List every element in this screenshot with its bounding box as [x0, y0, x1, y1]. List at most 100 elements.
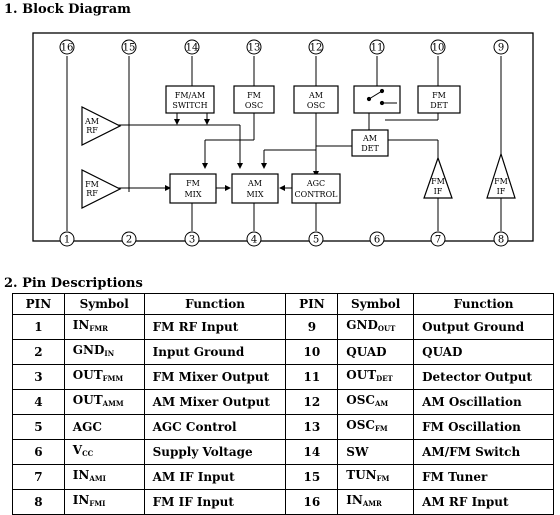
pin-cell-text: 4: [34, 395, 43, 409]
bottom-pin-number: 4: [251, 235, 257, 246]
am-mix-label-2: MIX: [246, 190, 263, 199]
pin-cell-text: 1: [34, 320, 43, 334]
function-cell-text: FM Mixer Output: [152, 370, 270, 384]
bottom-pin-number: 6: [374, 235, 380, 246]
function-cell-text: AM Mixer Output: [152, 395, 270, 409]
fm-rf-label-1: FM: [85, 180, 99, 189]
pin-cell: 9: [285, 314, 339, 340]
pin-cell-text: 9: [307, 320, 317, 334]
pin-cell: 11: [285, 364, 339, 390]
top-pin-circle: [369, 39, 385, 55]
top-pin-number: 16: [61, 43, 74, 54]
symbol-cell-text: IN: [72, 493, 90, 507]
am-osc-label-1: AM: [308, 91, 323, 100]
pin-cell: 5: [12, 414, 65, 440]
function-cell: FM Tuner: [413, 464, 554, 490]
symbol-cell-subscript: FM: [376, 474, 390, 483]
function-cell-text: AM Oscillation: [422, 395, 522, 409]
pin-cell: 3: [12, 364, 65, 390]
fm-mix-block: [169, 173, 217, 204]
am-det-label-1: AM: [362, 134, 377, 143]
function-cell-text: QUAD: [422, 345, 463, 359]
pin-descriptions-title: 2. Pin Descriptions: [4, 276, 143, 291]
bottom-pin-number: 1: [64, 235, 70, 246]
function-cell: QUAD: [413, 339, 554, 365]
symbol-cell: OSCAM: [337, 389, 415, 415]
function-cell: AM Mixer Output: [143, 389, 287, 415]
fm-am-switch-label-2: SWITCH: [172, 101, 207, 110]
bottom-pin-number: 7: [435, 235, 441, 246]
symbol-cell: INAMR: [337, 489, 415, 515]
function-cell: AM/FM Switch: [413, 439, 554, 465]
am-rf-amplifier: [81, 106, 122, 146]
symbol-cell: OUTAMM: [63, 389, 145, 415]
pin-cell: 7: [12, 464, 65, 490]
am-mix-label-1: AM: [247, 179, 262, 188]
function-cell: Input Ground: [143, 339, 287, 365]
function-cell-text: AM IF Input: [152, 470, 235, 484]
bottom-pin-number: 8: [498, 235, 504, 246]
pin-cell-text: 11: [303, 370, 321, 384]
pin-cell-text: 6: [34, 445, 43, 459]
function-cell: FM RF Input: [143, 314, 287, 340]
fm-rf-label-2: RF: [86, 189, 98, 198]
symbol-cell-subscript: FMM: [102, 374, 124, 383]
symbol-cell-subscript: CC: [82, 449, 94, 458]
am-rf-label-2: RF: [86, 126, 98, 135]
function-cell-text: Detector Output: [422, 370, 533, 384]
symbol-cell-subscript: AMI: [89, 474, 106, 483]
pin-cell: 14: [285, 439, 339, 465]
symbol-cell-text: OUT: [72, 393, 103, 407]
top-pin-number: 15: [123, 43, 136, 54]
symbol-cell: QUAD: [337, 339, 415, 365]
quad-switch-block: [353, 85, 401, 114]
header-pin: PIN: [285, 293, 339, 315]
symbol-cell-text: IN: [72, 318, 90, 332]
bottom-pin-circle: [121, 231, 137, 247]
symbol-cell-subscript: OUT: [377, 324, 396, 333]
function-cell-text: AM RF Input: [422, 495, 509, 509]
pin-cell: 16: [285, 489, 339, 515]
am-rf-label-1: AM: [84, 117, 99, 126]
fm-if-right-amplifier: [486, 152, 516, 199]
header-symbol: Symbol: [337, 293, 415, 315]
pin-cell-text: 3: [34, 370, 43, 384]
function-cell: Detector Output: [413, 364, 554, 390]
fm-am-switch-block: [165, 85, 215, 114]
bottom-pin-circle: [246, 231, 262, 247]
bottom-pin-circle: [184, 231, 200, 247]
fm-det-label-2: DET: [430, 101, 448, 110]
symbol-cell: VCC: [63, 439, 145, 465]
symbol-cell: SW: [337, 439, 415, 465]
symbol-cell: INAMI: [63, 464, 145, 490]
symbol-cell-text: IN: [346, 493, 363, 507]
pin-table-header: PIN Symbol Function PIN Symbol Function: [12, 293, 554, 315]
fm-am-switch-label-1: FM/AM: [175, 91, 205, 100]
pin-cell: 1: [12, 314, 65, 340]
pin-cell: 6: [12, 439, 65, 465]
top-pin-number: 14: [186, 43, 199, 54]
header-pin: PIN: [12, 293, 65, 315]
symbol-cell-text: QUAD: [346, 345, 387, 359]
function-cell-text: FM RF Input: [152, 320, 239, 334]
function-cell-text: FM Oscillation: [422, 420, 521, 434]
function-cell: Output Ground: [413, 314, 554, 340]
pin-cell: 10: [285, 339, 339, 365]
fm-mix-label-2: MIX: [184, 190, 201, 199]
am-osc-block: [293, 85, 339, 114]
header-function: Function: [413, 293, 554, 315]
symbol-cell: OUTDET: [337, 364, 415, 390]
fm-if-right-label-1: FM: [494, 177, 508, 186]
symbol-cell: GNDIN: [63, 339, 145, 365]
pin-cell-text: 15: [303, 470, 321, 484]
fm-osc-block: [233, 85, 275, 114]
symbol-cell: GNDOUT: [337, 314, 415, 340]
symbol-cell-subscript: AMM: [102, 399, 124, 408]
pin-cell-text: 14: [303, 445, 321, 459]
function-cell-text: Supply Voltage: [152, 445, 253, 459]
top-pin-number: 9: [498, 43, 504, 54]
